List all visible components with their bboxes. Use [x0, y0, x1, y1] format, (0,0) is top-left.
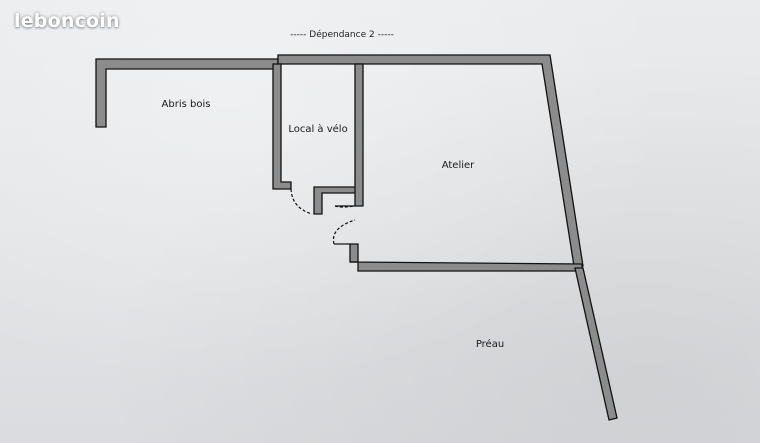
wall-top-right	[277, 54, 584, 267]
door-swing-local-velo	[290, 188, 313, 215]
leboncoin-watermark: leboncoin	[14, 10, 120, 32]
plan-title: ----- Dépendance 2 -----	[290, 29, 394, 40]
wall-preau-right	[574, 267, 618, 421]
wall-door-jamb	[349, 243, 359, 263]
wall-local-left	[272, 63, 292, 190]
wall-local-bottom	[313, 186, 357, 215]
room-label-abris-bois: Abris bois	[162, 99, 211, 110]
wall-local-right	[354, 63, 364, 207]
door-swing-atelier-lower	[332, 219, 356, 245]
wall-top-left	[95, 58, 279, 128]
room-label-atelier: Atelier	[442, 160, 475, 171]
wall-atelier-bottom	[349, 261, 583, 272]
room-label-preau: Préau	[476, 338, 504, 350]
room-label-local-velo: Local à vélo	[288, 123, 347, 135]
